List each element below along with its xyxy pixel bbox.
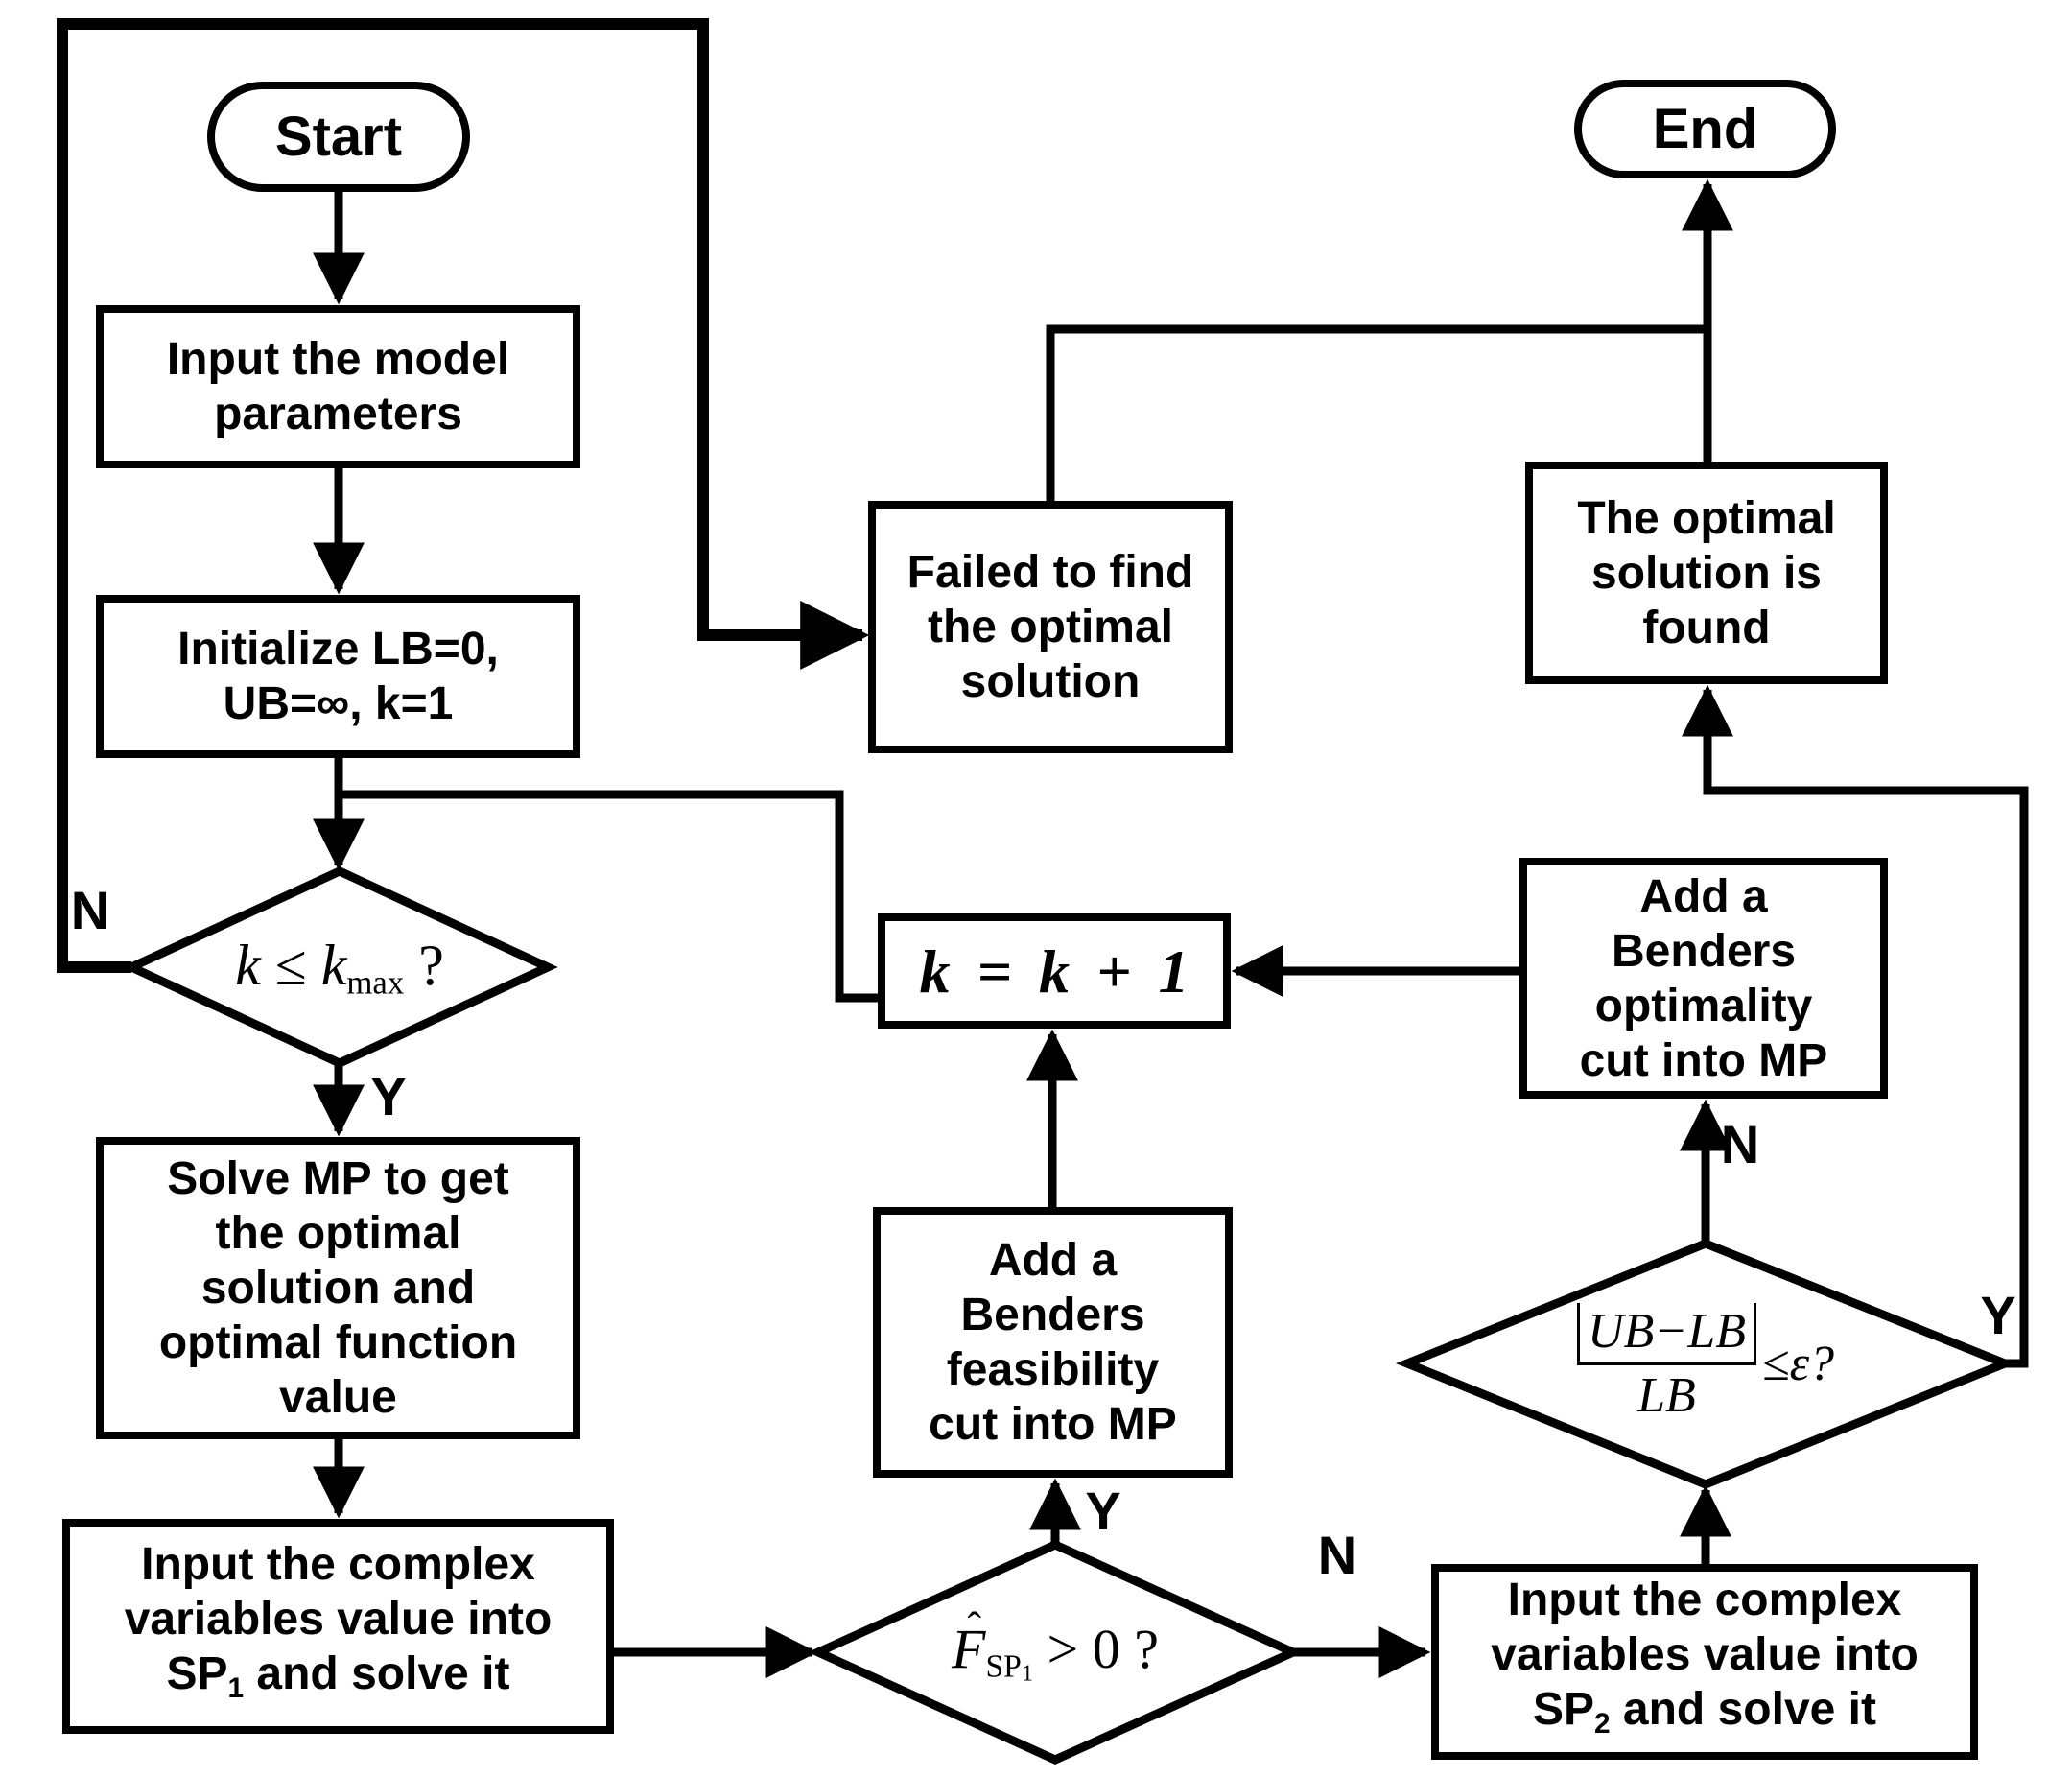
optimal-found-box: The optimal solution is found — [1525, 462, 1888, 684]
start-label: Start — [274, 106, 403, 168]
input-parameters-text: Input the model parameters — [166, 334, 510, 439]
optimality-cut-box: Add a Benders optimality cut into MP — [1519, 858, 1888, 1099]
eps-fraction-denominator: LB — [1637, 1368, 1696, 1423]
solve-mp-box: Solve MP to get the optimal solution and… — [96, 1137, 580, 1439]
edge-eps-yes-to-optimalfound — [1682, 684, 2029, 1368]
fsp-decision-diamond — [808, 1540, 1304, 1765]
kmax-decision-label: k ≤ kmax ? — [235, 933, 444, 1002]
initialize-box: Initialize LB=0, UB=∞, k=1 — [96, 595, 580, 758]
eps-decision-label: UB−LB LB ≤ε? — [1466, 1263, 1945, 1464]
failed-text: Failed to find the optimal solution — [906, 547, 1194, 707]
eps-fraction-numerator: UB−LB — [1576, 1303, 1757, 1365]
sp2-box: Input the complex variables value into S… — [1431, 1564, 1978, 1760]
input-parameters-box: Input the model parameters — [96, 305, 580, 468]
k-increment-box: k = k + 1 — [878, 913, 1231, 1029]
sp1-box: Input the complex variables value into S… — [62, 1519, 614, 1734]
start-terminal: Start — [207, 82, 470, 192]
k-increment-text: k = k + 1 — [919, 936, 1189, 1006]
edge-kmax-no-outer-loop — [57, 18, 870, 973]
edge-kplus-loopback — [336, 790, 878, 1003]
eps-comparison: ≤ε? — [1762, 1336, 1835, 1391]
edge-failed-to-end-junction — [1046, 324, 1711, 501]
eps-fraction: UB−LB LB — [1576, 1303, 1757, 1424]
kmax-yes-label: Y — [370, 1065, 407, 1126]
failed-box: Failed to find the optimal solution — [868, 501, 1233, 753]
sp1-text: Input the complex variables value into S… — [124, 1539, 553, 1704]
fsp-yes-label: Y — [1085, 1480, 1121, 1541]
eps-yes-label: Y — [1980, 1284, 2016, 1345]
initialize-text: Initialize LB=0, UB=∞, k=1 — [177, 624, 499, 729]
end-label: End — [1652, 98, 1758, 160]
end-terminal: End — [1574, 80, 1836, 178]
solve-mp-text: Solve MP to get the optimal solution and… — [158, 1153, 518, 1423]
feasibility-cut-box: Add a Benders feasibility cut into MP — [873, 1207, 1233, 1478]
f-hat-accent: ˆ — [967, 1603, 982, 1650]
fsp-no-label: N — [1317, 1524, 1357, 1585]
kmax-no-label: N — [70, 879, 110, 940]
sp2-text: Input the complex variables value into S… — [1491, 1575, 1919, 1740]
eps-no-label: N — [1720, 1113, 1760, 1174]
feasibility-cut-text: Add a Benders feasibility cut into MP — [929, 1235, 1177, 1450]
optimal-found-text: The optimal solution is found — [1577, 492, 1836, 653]
optimality-cut-text: Add a Benders optimality cut into MP — [1579, 870, 1828, 1086]
